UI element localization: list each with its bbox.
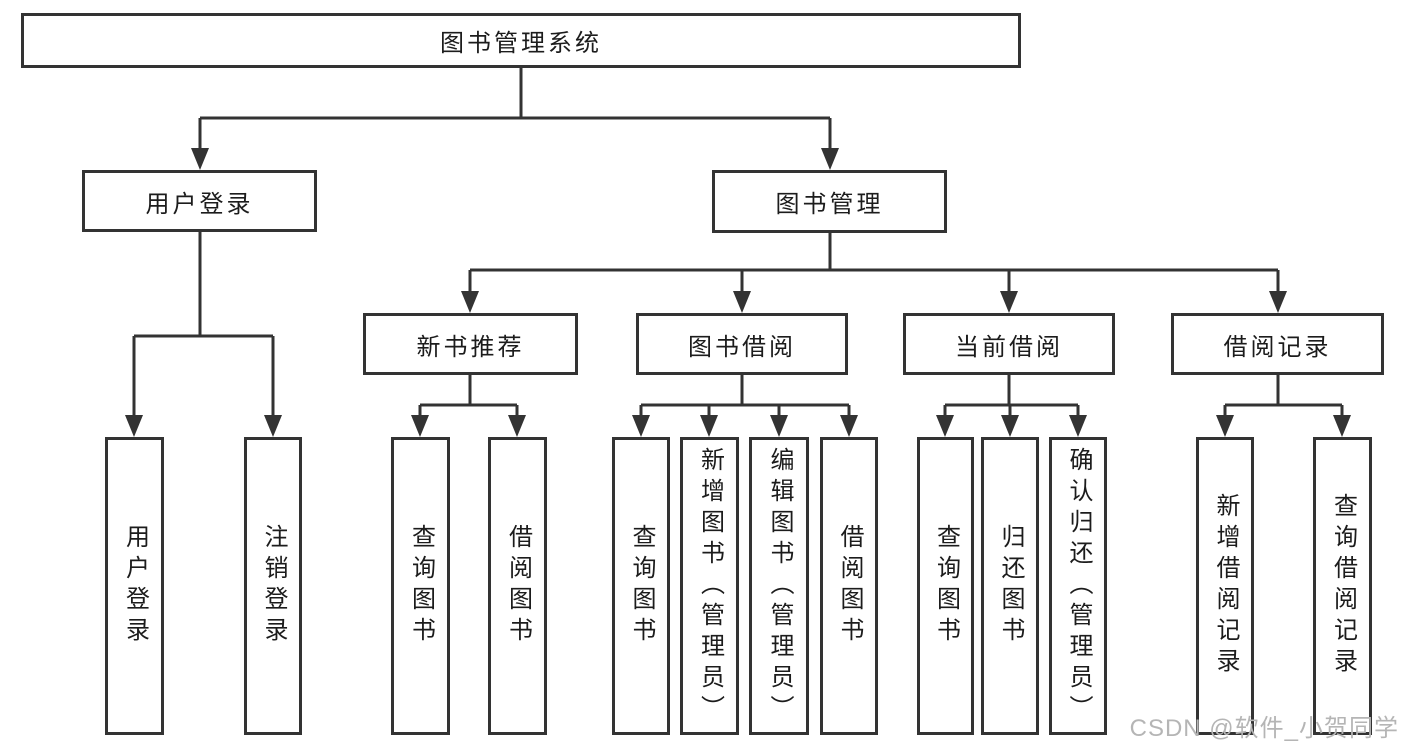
leaf-add-borrow-record: 新增借阅记录 [1196,437,1254,735]
leaf-return-book: 归还图书 [981,437,1039,735]
node-label: 用户登录 [145,190,254,218]
node-label: 编辑图书（管理员） [766,446,793,726]
node-label: 图书管理系统 [440,30,602,57]
leaf-borrow-books-borrowing: 借阅图书 [820,437,878,735]
leaf-add-book-admin: 新增图书（管理员） [680,437,739,735]
csdn-watermark: CSDN @软件_小贺同学 [1129,715,1399,742]
node-label: 图书借阅 [688,333,796,361]
leaf-user-login: 用户登录 [105,437,164,735]
node-label: 查询图书 [932,524,960,648]
node-current-borrowing: 当前借阅 [903,313,1115,375]
node-book-management: 图书管理 [712,170,947,233]
node-label: 图书管理 [775,191,884,218]
node-library-management-system: 图书管理系统 [21,13,1021,68]
node-label: 注销登录 [260,524,287,648]
node-label: 新增图书（管理员） [696,446,724,726]
leaf-edit-book-admin: 编辑图书（管理员） [749,437,809,735]
leaf-query-books-current: 查询图书 [917,437,974,735]
node-label: 归还图书 [997,524,1024,648]
node-label: 借阅图书 [504,524,532,648]
node-label: 查询图书 [407,524,435,648]
node-label: 借阅图书 [836,524,863,648]
node-label: 查询图书 [628,524,655,648]
node-label: 新书推荐 [416,333,525,361]
node-book-borrowing: 图书借阅 [636,313,848,375]
leaf-query-books-recommend: 查询图书 [391,437,450,735]
node-label: 新增借阅记录 [1212,493,1239,679]
node-label: 用户登录 [121,524,149,648]
node-label: 当前借阅 [955,333,1063,361]
leaf-confirm-return-admin: 确认归还（管理员） [1049,437,1107,735]
leaf-borrow-books-recommend: 借阅图书 [488,437,547,735]
node-label: 借阅记录 [1223,333,1332,361]
node-label: 查询借阅记录 [1329,493,1357,679]
node-borrowing-records: 借阅记录 [1171,313,1384,375]
leaf-logout-login: 注销登录 [244,437,302,735]
node-label: 确认归还（管理员） [1065,446,1092,726]
leaf-query-borrow-record: 查询借阅记录 [1313,437,1372,735]
node-user-login: 用户登录 [82,170,317,232]
leaf-query-books-borrowing: 查询图书 [612,437,670,735]
node-new-book-recommend: 新书推荐 [363,313,578,375]
